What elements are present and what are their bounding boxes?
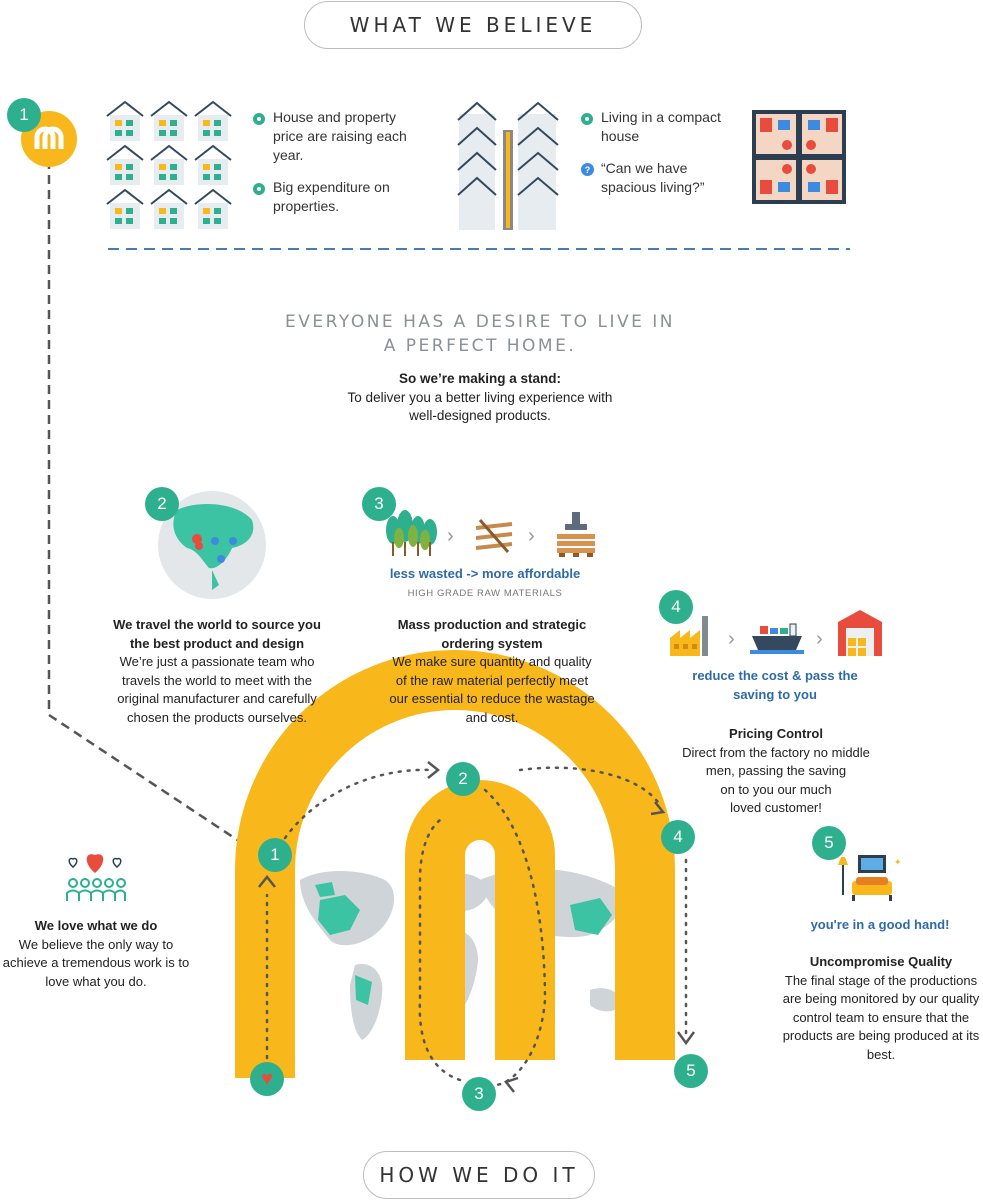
- houses-grid-icon: [106, 100, 232, 230]
- step3-subtag: HIGH GRADE RAW MATERIALS: [407, 588, 563, 599]
- question-icon: ?: [581, 163, 594, 176]
- road-step-badge-2: 2: [446, 762, 480, 796]
- step2-title-line1: We travel the world to source you: [113, 617, 321, 632]
- bullet-icon: [253, 113, 265, 125]
- step3-text-line1: We make sure quantity and quality: [392, 654, 592, 669]
- globe-asia-icon: [158, 491, 266, 599]
- step2-text-line2: travels the world to meet with the: [121, 672, 313, 688]
- step1-title: We love what we do: [34, 918, 158, 933]
- upward-arrows-icon: [457, 101, 559, 230]
- floor-plan-icon: [752, 110, 846, 204]
- step3-text-line2: of the raw material perfectly meet: [395, 672, 589, 688]
- chevron-right-icon: ›: [528, 525, 535, 547]
- wood-planks-icon: [475, 519, 513, 553]
- step3-text-line3: our essential to reduce the wastage: [389, 691, 595, 706]
- bullet-icon: [253, 183, 265, 195]
- chevron-right-icon: ›: [816, 628, 823, 650]
- desire-headline: EVERYONE HAS A DESIRE TO LIVE IN A PERFE…: [250, 310, 710, 358]
- step4-text-line4: loved customer!: [730, 800, 822, 815]
- step4-tagline: reduce the cost & pass the saving to you: [660, 666, 890, 704]
- step2-text-line3: original manufacturer and carefully: [117, 691, 317, 706]
- belief-bullet-1: House and property price are raising eac…: [273, 109, 407, 163]
- forest-icon: [386, 510, 437, 556]
- step4-text-line2: men, passing the saving: [705, 763, 847, 778]
- pallet-icon: [557, 512, 595, 557]
- step3-title-line2: ordering system: [441, 635, 543, 651]
- step5-text-block: Uncompromise Quality The final stage of …: [770, 953, 983, 1064]
- step-number-badge: 2: [145, 487, 179, 521]
- section-title-how-we-do-it: HOW WE DO IT: [363, 1151, 595, 1199]
- step4-tagline-line1: reduce the cost & pass the: [692, 668, 858, 683]
- step3-text-line4: and cost.: [465, 709, 519, 725]
- step4-text-block: Pricing Control Direct from the factory …: [656, 725, 896, 818]
- step3-title-line1: Mass production and strategic: [397, 617, 587, 632]
- step3-text-block: Mass production and strategic ordering s…: [367, 616, 617, 727]
- team-heart-icon: [66, 854, 126, 901]
- bullet-icon: [581, 113, 593, 125]
- road-step-badge-4: 4: [661, 820, 695, 854]
- step4-text-line3: on to you our much: [720, 781, 832, 797]
- heart-icon: ♥: [250, 1062, 284, 1096]
- chevron-right-icon: ›: [447, 525, 454, 547]
- living-room-icon: ✦: [838, 855, 902, 901]
- road-step-badge-1: 1: [258, 838, 292, 872]
- road-step-badge-3: 3: [462, 1077, 496, 1111]
- step2-text-line1: We’re just a passionate team who: [119, 654, 315, 669]
- step-number-badge: 1: [7, 98, 41, 132]
- desire-headline-line1: EVERYONE HAS A DESIRE TO LIVE IN: [285, 312, 675, 332]
- step1-text-line1: We believe the only way to: [18, 936, 174, 952]
- step3-tagline: less wasted -> more affordable: [389, 566, 581, 581]
- factory-icon: [670, 616, 708, 656]
- step4-title: Pricing Control: [729, 726, 823, 741]
- m-logo-icon: [21, 111, 77, 167]
- step5-text-line1: The final stage of the productions: [784, 972, 978, 988]
- svg-text:✦: ✦: [894, 857, 902, 867]
- desire-headline-line2: A PERFECT HOME.: [383, 336, 577, 356]
- step5-text-line2: are being monitored by our quality: [782, 991, 980, 1006]
- step-number-badge: 5: [812, 826, 846, 860]
- step5-title: Uncompromise Quality: [809, 954, 953, 969]
- road-step-badge-5: 5: [674, 1054, 708, 1088]
- step1-text-line3: love what you do.: [45, 973, 147, 989]
- step4-text-line1: Direct from the factory no middle: [682, 744, 870, 760]
- stand-title: So we’re making a stand:: [398, 371, 562, 386]
- step1-text-block: We love what we do We believe the only w…: [0, 917, 192, 991]
- step4-tagline-line2: saving to you: [733, 687, 817, 702]
- belief-bullet-3: Living in a compact house: [601, 109, 721, 144]
- step5-tagline: you're in a good hand!: [810, 917, 950, 932]
- stand-block: So we’re making a stand: To deliver you …: [300, 370, 660, 426]
- step2-text-line4: chosen the products ourselves.: [127, 709, 307, 725]
- step-number-badge: 4: [659, 590, 693, 624]
- belief-bullet-4: “Can we have spacious living?”: [601, 160, 705, 195]
- belief-bullet-2: Big expenditure on properties.: [273, 179, 390, 214]
- cargo-ship-icon: [750, 623, 804, 654]
- step2-text-block: We travel the world to source you the be…: [92, 616, 342, 727]
- stand-text-line2: well-designed products.: [409, 408, 551, 423]
- step1-text-line2: achieve a tremendous work is to: [2, 955, 190, 970]
- step5-text-line4: products are being produced at its: [782, 1028, 980, 1043]
- step5-text-line3: control team to ensure that the: [792, 1009, 970, 1025]
- warehouse-icon: [838, 610, 882, 656]
- chevron-right-icon: ›: [728, 628, 735, 650]
- step-number-badge: 3: [362, 487, 396, 521]
- step2-title-line2: the best product and design: [129, 635, 305, 651]
- section-title-what-we-believe: WHAT WE BELIEVE: [304, 1, 642, 49]
- stand-text-line1: To deliver you a better living experienc…: [347, 389, 613, 405]
- step5-text-line5: best.: [866, 1046, 896, 1062]
